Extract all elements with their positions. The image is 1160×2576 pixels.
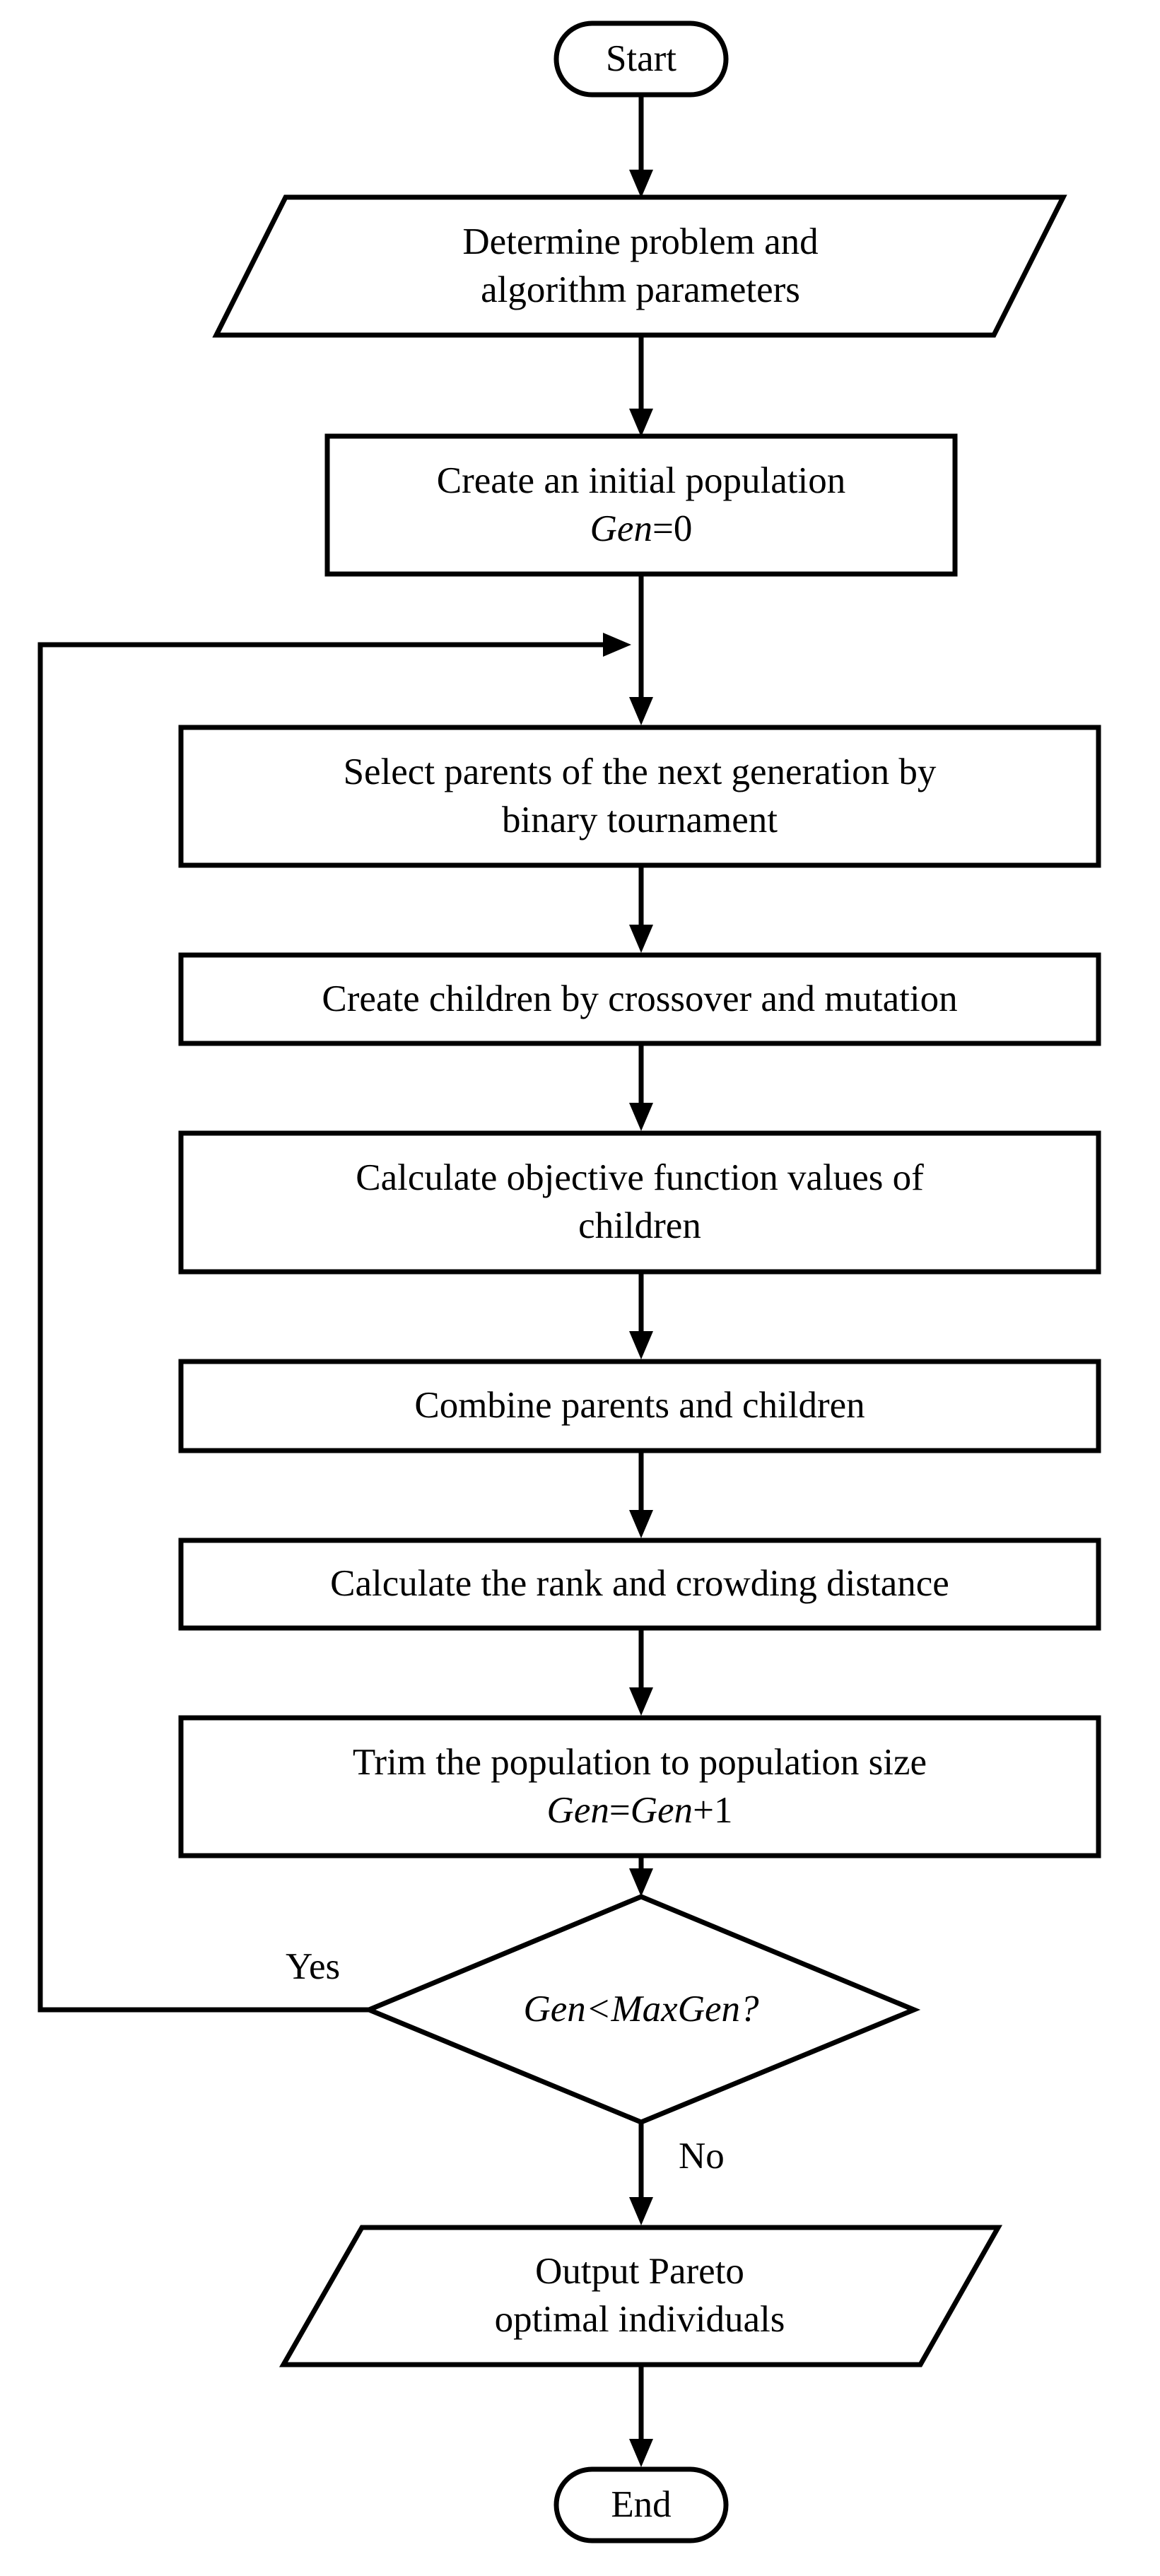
shape-combine-box bbox=[178, 1359, 1101, 1453]
edge-label-no: No bbox=[679, 2136, 725, 2177]
arrowhead-decision bbox=[629, 1868, 653, 1897]
arrowhead-calc-objective bbox=[629, 1103, 653, 1131]
shape-start-terminator bbox=[553, 21, 729, 98]
arrowhead-trim bbox=[629, 1687, 653, 1716]
edge-label-yes: Yes bbox=[286, 1946, 341, 1987]
arrowhead-determine bbox=[629, 170, 653, 198]
arrowhead-calc-rank bbox=[629, 1510, 653, 1538]
arrowhead-combine bbox=[629, 1331, 653, 1359]
shape-trim-box bbox=[178, 1715, 1101, 1858]
arrowhead-create-population bbox=[629, 409, 653, 437]
shape-end-terminator bbox=[553, 2466, 729, 2543]
shape-decision-diamond bbox=[362, 1894, 921, 2125]
shape-calc-objective-box bbox=[178, 1130, 1101, 1275]
arrowhead-output bbox=[629, 2197, 653, 2225]
shape-calc-rank-box bbox=[178, 1538, 1101, 1631]
arrowhead-end bbox=[629, 2439, 653, 2467]
arrowhead-create-children bbox=[629, 925, 653, 953]
shape-create-population-box bbox=[324, 433, 958, 577]
shape-determine-parallelogram bbox=[212, 194, 1067, 338]
shape-select-parents-box bbox=[178, 725, 1101, 868]
shape-output-parallelogram bbox=[279, 2225, 1003, 2367]
shape-create-children-box bbox=[178, 952, 1101, 1046]
arrowhead-loop-back bbox=[603, 633, 631, 657]
loop-back-rail bbox=[37, 642, 604, 2013]
arrowhead-select-parents bbox=[629, 697, 653, 725]
